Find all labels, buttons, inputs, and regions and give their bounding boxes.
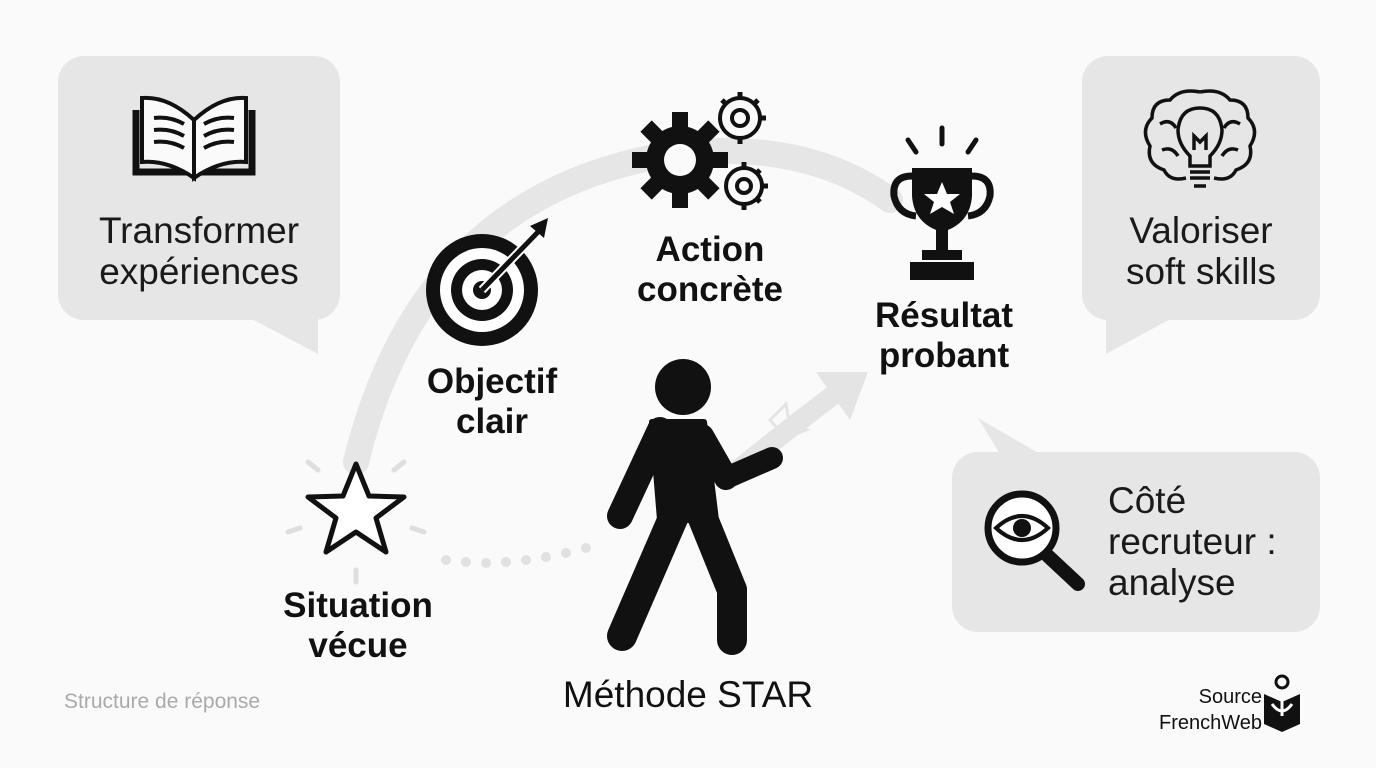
bubble-transform-line-2: expériences (99, 251, 299, 292)
brain-lightbulb-icon (1143, 89, 1257, 188)
step-action-line-1: Action (655, 230, 765, 269)
bubble-soft-skills-line-2: soft skills (1125, 251, 1277, 292)
step-resultat-label: Résultat probant (838, 296, 1050, 376)
bubble-soft-skills (1082, 56, 1320, 354)
step-situation-label: Situation vécue (248, 586, 468, 666)
step-situation-line-1: Situation (283, 586, 433, 625)
target-icon (426, 218, 548, 346)
frenchweb-logo-icon (1264, 674, 1300, 732)
source-credit: Source FrenchWeb (1140, 684, 1262, 736)
bubble-recruiter-text: Côté recruteur : analyse (1108, 480, 1308, 603)
bubble-recruiter (952, 418, 1320, 632)
walking-person-icon (607, 359, 783, 655)
trophy-icon (890, 125, 994, 280)
step-action-label: Action concrète (600, 230, 820, 310)
step-action-line-2: concrète (637, 270, 783, 309)
star-arc (343, 137, 903, 475)
bubble-soft-skills-text: Valoriser soft skills (1090, 210, 1312, 292)
bubble-transform-text: Transformer expériences (70, 210, 328, 292)
star-icon (285, 459, 427, 585)
gears-icon (632, 92, 768, 210)
step-resultat-line-1: Résultat (874, 296, 1014, 335)
bubble-soft-skills-line-1: Valoriser (1129, 210, 1273, 251)
step-objectif-line-2: clair (456, 402, 528, 441)
bubble-transform (58, 56, 340, 354)
bubble-recruiter-line-1: Côté (1108, 480, 1187, 521)
dotted-path (441, 543, 591, 568)
step-resultat-line-2: probant (878, 336, 1010, 375)
bubble-recruiter-line-3: analyse (1108, 562, 1236, 603)
open-book-icon (132, 95, 256, 182)
step-objectif-label: Objectif clair (392, 362, 592, 442)
main-title: Méthode STAR (562, 674, 814, 715)
subtitle: Structure de réponse (64, 690, 261, 713)
step-situation-line-2: vécue (308, 626, 408, 665)
magnifier-eye-icon (984, 490, 1085, 591)
source-name: FrenchWeb (1158, 712, 1262, 734)
source-label: Source (1198, 686, 1262, 708)
step-objectif-line-1: Objectif (426, 362, 558, 401)
bubble-transform-line-1: Transformer (98, 210, 300, 251)
bubble-recruiter-line-2: recruteur : (1108, 521, 1277, 562)
